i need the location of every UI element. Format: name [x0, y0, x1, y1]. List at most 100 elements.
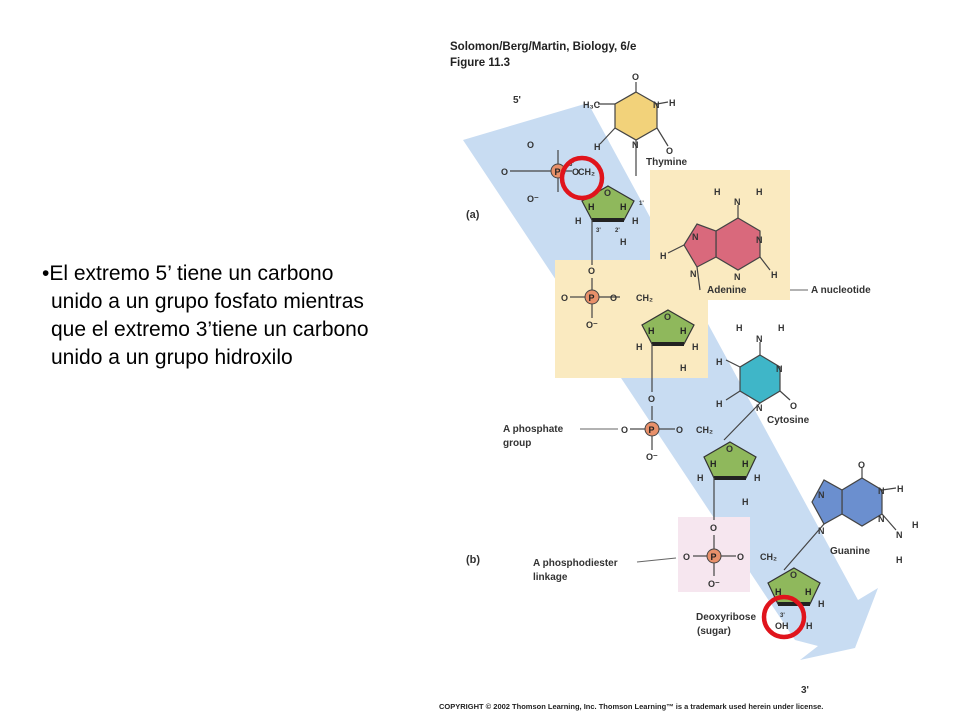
- phosphate-1-o-right: O: [572, 167, 579, 177]
- thymine-h-left: H: [594, 142, 601, 152]
- phosphate-group-label-2: group: [503, 438, 531, 449]
- sugar-3-ch2: CH₂: [696, 425, 713, 435]
- phosphate-group-label-1: A phosphate: [503, 424, 564, 435]
- sugar-3-h-left: H: [710, 459, 717, 469]
- sugar-3: O H H H H H O: [697, 441, 761, 549]
- adenine-h8: H: [660, 251, 667, 261]
- end-5-label: 5': [513, 95, 521, 106]
- sugar-2-h-out-right: H: [692, 342, 699, 352]
- highlight-circle-3-end: [761, 594, 807, 640]
- sugar-3-h-bottom: H: [742, 497, 749, 507]
- nucleotide-highlight-bottom: [555, 260, 708, 378]
- sugar-2-h-left: H: [648, 326, 655, 336]
- guanine-n3: N: [878, 514, 885, 524]
- panel-b-label: (b): [466, 554, 480, 566]
- sugar-4-ch2: CH₂: [760, 552, 777, 562]
- adenine-h-amino-2: H: [756, 187, 763, 197]
- cytosine-h-amino-1: H: [736, 323, 743, 333]
- deoxyribose-label-1: Deoxyribose: [696, 612, 756, 623]
- phosphate-3-p: P: [649, 425, 655, 435]
- cytosine-h6: H: [716, 399, 723, 409]
- guanine-o: O: [858, 460, 865, 470]
- phosphodiester-leader-line: [636, 557, 677, 563]
- sugar-1-c3: 3': [596, 228, 601, 234]
- thymine-label: Thymine: [646, 157, 688, 168]
- sugar-2-o-3: O: [648, 394, 655, 404]
- phosphate-2-o-left: O: [561, 293, 568, 303]
- sugar-2-ch2: CH₂: [636, 293, 653, 303]
- phosphate-4-o-right: O: [737, 552, 744, 562]
- adenine-label: Adenine: [707, 285, 747, 296]
- thymine-h: H: [669, 98, 676, 108]
- phosphate-2-o-right: O: [610, 293, 617, 303]
- phosphate-1-o-minus: O⁻: [527, 194, 539, 204]
- sugar-2: O H H H H H O: [636, 309, 699, 420]
- nucleotide-label: A nucleotide: [811, 285, 871, 296]
- adenine-h-amino-1: H: [714, 187, 721, 197]
- phosphate-2-o-minus: O⁻: [586, 320, 598, 330]
- sugar-2-o: O: [664, 312, 671, 322]
- figure-source: Solomon/Berg/Martin, Biology, 6/e: [450, 41, 636, 53]
- cytosine-h-amino-2: H: [778, 323, 785, 333]
- sugar-2-h-right: H: [680, 326, 687, 336]
- adenine-base: N H H N N N N H H Adenine: [660, 187, 778, 296]
- cytosine-base: N H H H H N O N Cytosine: [716, 323, 810, 441]
- end-3-label: 3': [801, 685, 809, 696]
- phosphate-4-o-left: O: [683, 552, 690, 562]
- sugar-1-h-out-right: H: [632, 216, 639, 226]
- phosphate-3-o-left: O: [621, 425, 628, 435]
- phosphate-1-o-top: O: [527, 140, 534, 150]
- sugar-3-o: O: [726, 444, 733, 454]
- sugar-3-h-out-left: H: [697, 473, 704, 483]
- sugar-1-o-3: O: [588, 266, 595, 276]
- copyright-notice: COPYRIGHT © 2002 Thomson Learning, Inc. …: [439, 702, 823, 711]
- guanine-h-amino-1: H: [912, 520, 919, 530]
- phosphate-3-o-right: O: [676, 425, 683, 435]
- sugar-1-c5: 5': [569, 162, 574, 168]
- sugar-1-c1: 1': [639, 201, 644, 207]
- sugar-1-h-right: H: [620, 202, 627, 212]
- sugar-1-o: O: [604, 188, 611, 198]
- phosphate-1-o-left: O: [501, 167, 508, 177]
- phosphate-2-p: P: [589, 293, 595, 303]
- adenine-n1: N: [756, 235, 763, 245]
- deoxyribose-label-2: (sugar): [697, 626, 731, 637]
- cytosine-n3: N: [776, 364, 783, 374]
- guanine-n1: N: [878, 486, 885, 496]
- phosphate-2: P O O O⁻ CH₂: [561, 289, 653, 330]
- guanine-label: Guanine: [830, 546, 870, 557]
- strand-direction-arrow: [463, 103, 878, 660]
- bullet-line-4: unido a un grupo hidroxilo: [51, 346, 293, 369]
- phosphate-3: P O O O⁻ CH₂: [621, 421, 713, 462]
- sugar-4-h-right: H: [805, 587, 812, 597]
- guanine-n9: N: [818, 526, 825, 536]
- figure-number: Figure 11.3: [450, 57, 510, 69]
- thymine-o-right: O: [666, 146, 673, 156]
- sugar-4-c3: 3': [780, 613, 785, 619]
- sugar-1-c2: 2': [615, 228, 620, 234]
- phosphate-1-p: P: [555, 167, 561, 177]
- sugar-1-h-out-left: H: [575, 216, 582, 226]
- sugar-3-h-right: H: [742, 459, 749, 469]
- cytosine-n-amino: N: [756, 334, 763, 344]
- bullet-line-1: •El extremo 5’ tiene un carbono: [42, 262, 334, 285]
- cytosine-h5: H: [716, 357, 723, 367]
- sugar-2-h-out-left: H: [636, 342, 643, 352]
- adenine-h2: H: [771, 270, 778, 280]
- sugar-3-o-3: O: [710, 523, 717, 533]
- sugar-4-h-out-right: H: [818, 599, 825, 609]
- bullet-line-2: unido a un grupo fosfato mientras: [51, 290, 364, 313]
- guanine-h1: H: [897, 484, 904, 494]
- guanine-h-amino-2: H: [896, 555, 903, 565]
- guanine-n-amino: N: [896, 530, 903, 540]
- guanine-base: O N H N N H H N N Guanine: [783, 460, 919, 571]
- sugar-4-h-left: H: [775, 587, 782, 597]
- cytosine-n1: N: [756, 403, 763, 413]
- phosphate-4-p: P: [711, 552, 717, 562]
- thymine-base: H₃C O H N O N H Thymine: [583, 72, 688, 176]
- cytosine-label: Cytosine: [767, 415, 810, 426]
- sugar-1-ch2: CH₂: [578, 167, 595, 177]
- sugar-4-h-bottom: H: [806, 621, 813, 631]
- adenine-n3: N: [734, 272, 741, 282]
